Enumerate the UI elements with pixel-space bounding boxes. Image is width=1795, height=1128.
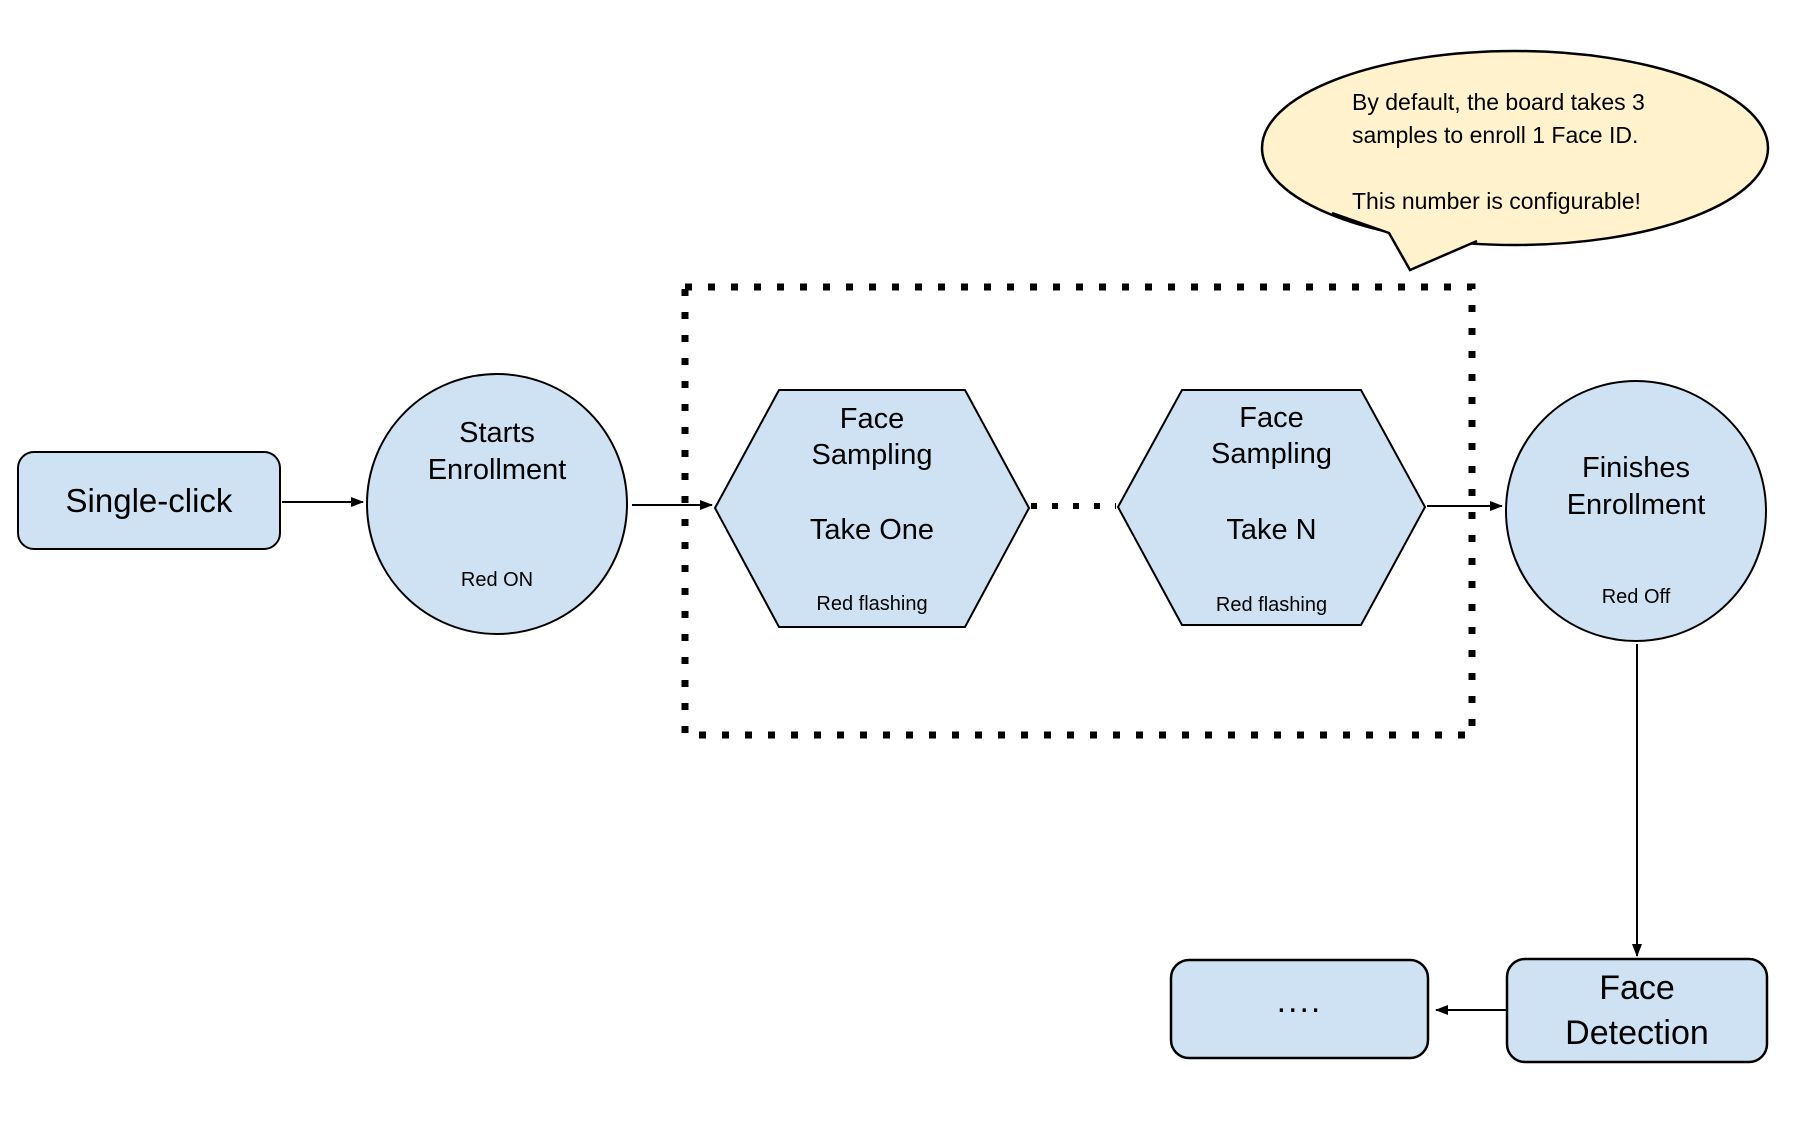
callout-bubble-ellipse	[1260, 49, 1770, 247]
sampling-group-dotted-border	[681, 283, 1476, 739]
face-detection-node-shape	[1505, 957, 1769, 1064]
finishes-enrollment-status: Red Off	[1601, 586, 1671, 608]
callout-bubble-text: By default, the board takes 3 samples to…	[1352, 86, 1697, 218]
finishes-title-line2: Enrollment	[1566, 489, 1706, 521]
finishes-title-line1: Finishes	[1582, 452, 1690, 484]
finishes-enrollment-circle	[1505, 380, 1767, 642]
continuation-label: ....	[1276, 981, 1323, 1020]
take-one-title-line2: Sampling	[811, 439, 933, 471]
continuation-node-shape	[1169, 958, 1430, 1060]
face-detection-title-line1: Face	[1599, 969, 1675, 1007]
callout-line3: This number is configurable!	[1352, 188, 1641, 214]
callout-line1: By default, the board takes 3	[1352, 89, 1645, 115]
take-n-title-line2: Sampling	[1211, 438, 1332, 470]
take-one-status: Red flashing	[816, 593, 928, 615]
take-one-label: Take One	[809, 514, 935, 546]
single-click-node-shape	[17, 451, 281, 550]
face-sampling-take-n-hexagon	[1116, 389, 1427, 626]
face-detection-title-line2: Detection	[1565, 1014, 1709, 1052]
take-n-title-line1: Face	[1239, 402, 1304, 434]
single-click-label: Single-click	[65, 481, 233, 519]
callout-line2: samples to enroll 1 Face ID.	[1352, 122, 1639, 148]
starts-enrollment-circle	[366, 373, 628, 635]
starts-title-line1: Starts	[459, 417, 535, 449]
callout-bubble-tail	[1331, 211, 1478, 272]
take-n-status: Red flashing	[1215, 594, 1328, 616]
starts-enrollment-status: Red ON	[460, 569, 534, 591]
take-n-label: Take N	[1226, 514, 1317, 546]
starts-title-line2: Enrollment	[427, 454, 567, 486]
take-one-title-line1: Face	[839, 403, 905, 435]
face-sampling-take-one-hexagon	[713, 389, 1031, 628]
